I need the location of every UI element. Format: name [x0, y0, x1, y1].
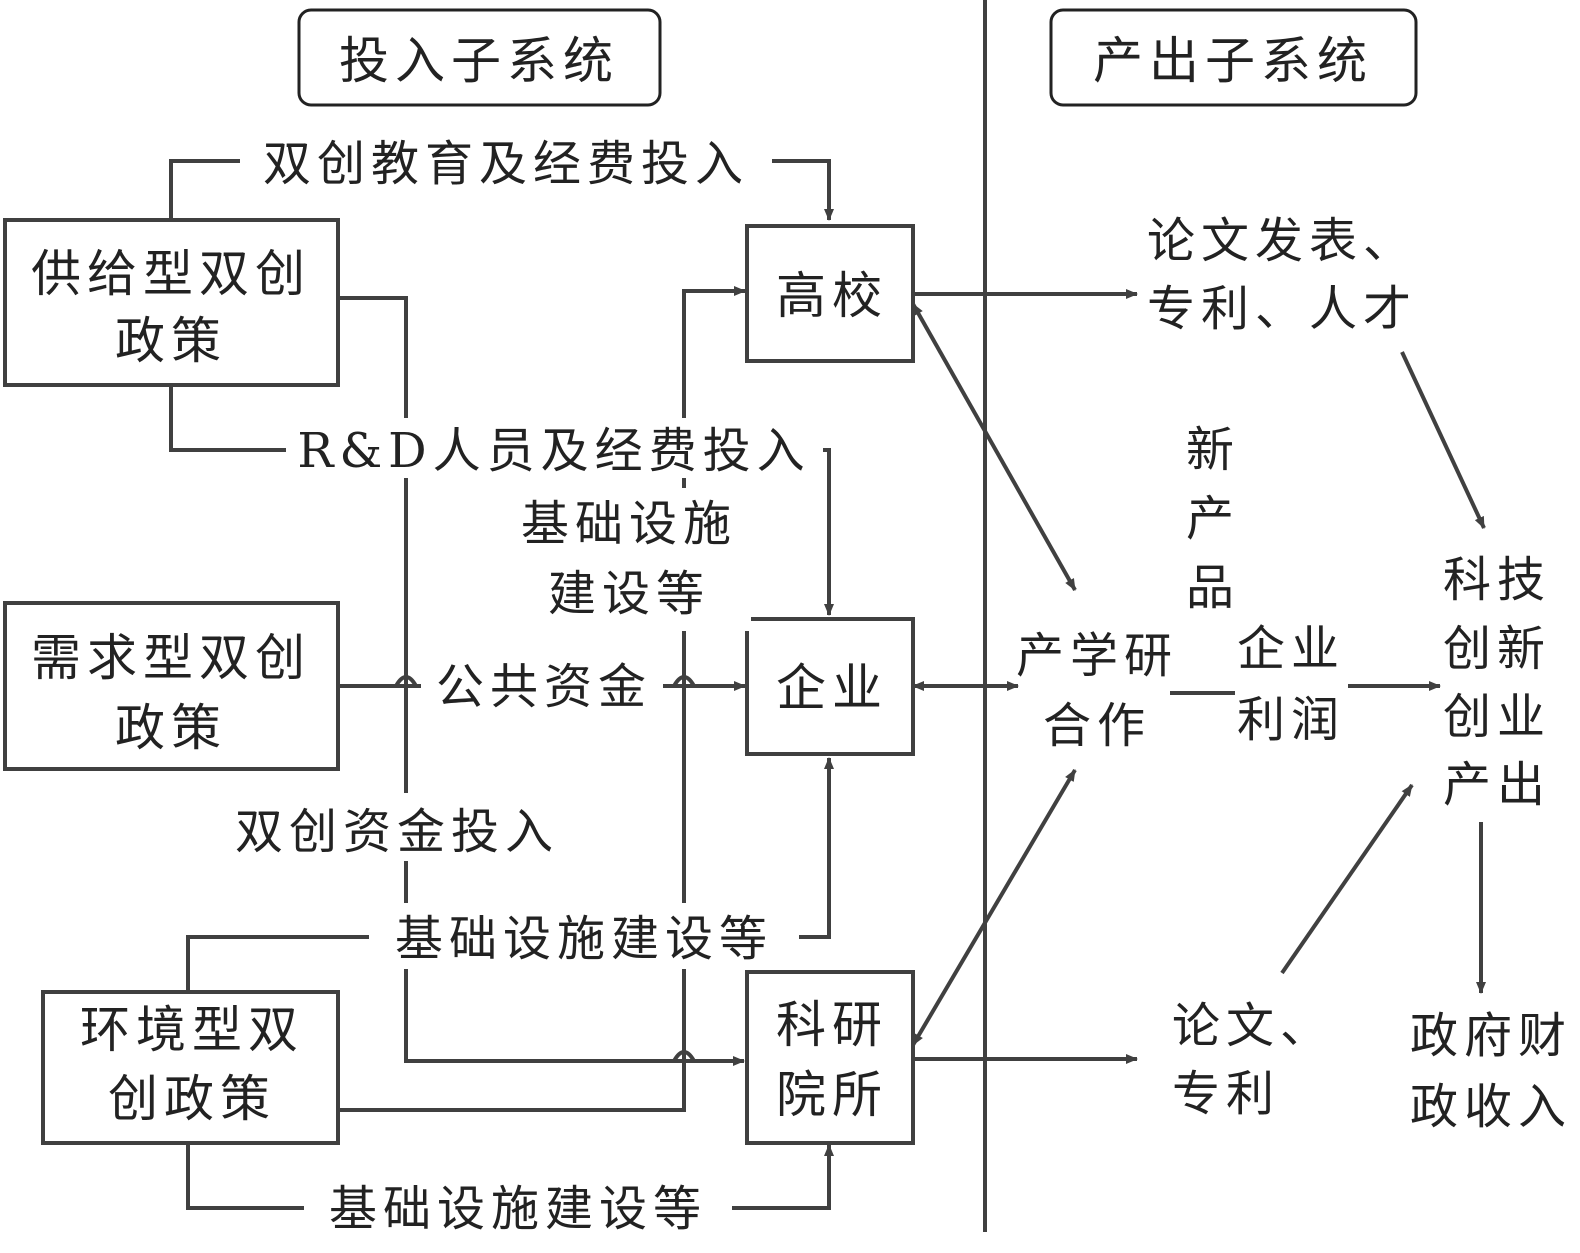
hop-marker — [672, 675, 696, 688]
input-subsystem-header: 投入子系统 — [297, 8, 662, 107]
institute-cooperation-arrow — [911, 768, 1077, 1047]
new-product-label-2: 产 — [1186, 491, 1240, 547]
new-product-label-1: 新 — [1186, 422, 1240, 478]
final-output-label-line4: 产出 — [1443, 757, 1551, 813]
supply-policy-label-line1: 供给型双创 — [31, 245, 311, 303]
university-box — [745, 224, 915, 363]
environment-policy-box — [41, 990, 340, 1145]
final-output-label-line1: 科技 — [1443, 552, 1551, 608]
output-subsystem-title: 产出子系统 — [1093, 32, 1373, 90]
profit-label-line2: 利润 — [1237, 692, 1345, 748]
gov-revenue-label-line1: 政府财 — [1410, 1008, 1572, 1064]
infra-label-line1: 基础设施 — [521, 496, 737, 552]
uni-output-label-line2: 专利、人才 — [1147, 281, 1417, 337]
edu-funding-label: 双创教育及经费投入 — [263, 136, 749, 192]
enterprise-label: 企业 — [776, 659, 888, 717]
cooperation-label-line2: 合作 — [1043, 698, 1151, 754]
institute-box — [745, 970, 915, 1145]
profit-label-line1: 企业 — [1237, 621, 1345, 677]
input-subsystem-title: 投入子系统 — [339, 32, 619, 90]
infra-upper-label: 基础设施建设等 — [395, 911, 773, 967]
uni-output-final-arrow — [1400, 351, 1486, 529]
final-output-label-line2: 创新 — [1443, 621, 1551, 677]
infra-to-university-arrow — [338, 286, 746, 1112]
new-product-label-3: 品 — [1186, 560, 1240, 616]
line-hops — [394, 675, 696, 1063]
policy-boxes — [3, 218, 340, 1145]
institute-label-line1: 科研 — [776, 996, 888, 1054]
public-funds-label: 公共资金 — [436, 659, 652, 715]
demand-policy-label-line2: 政策 — [115, 699, 227, 757]
hop-marker — [394, 675, 418, 688]
institute-label-line2: 院所 — [776, 1066, 888, 1124]
rd-funding-label: R&D人员及经费投入 — [297, 423, 810, 479]
university-label: 高校 — [776, 267, 888, 325]
inst-output-label-line1: 论文、 — [1172, 998, 1334, 1054]
uni-output-label-line1: 论文发表、 — [1147, 213, 1417, 269]
environment-policy-label-line2: 创政策 — [108, 1070, 276, 1128]
cooperation-label-line1: 产学研 — [1016, 628, 1178, 684]
inst-output-final-arrow — [1280, 783, 1414, 975]
infra-label-line2: 建设等 — [548, 566, 710, 622]
output-subsystem-header: 产出子系统 — [1049, 8, 1418, 107]
final-output-label-line3: 创业 — [1443, 689, 1551, 745]
label-masks — [216, 133, 1170, 1239]
innovation-funds-label: 双创资金投入 — [235, 804, 559, 860]
supply-policy-label-line2: 政策 — [115, 312, 227, 370]
enterprise-box — [745, 617, 915, 756]
demand-policy-label-line1: 需求型双创 — [31, 629, 311, 687]
hop-marker — [672, 1050, 696, 1063]
innovation-funds-arrow — [338, 296, 745, 1066]
demand-policy-box — [3, 601, 340, 771]
university-cooperation-arrow — [911, 303, 1077, 591]
supply-policy-box — [3, 218, 340, 387]
environment-policy-label-line1: 环境型双 — [80, 1001, 304, 1059]
inst-output-label-line2: 专利 — [1172, 1066, 1280, 1122]
infra-lower-label: 基础设施建设等 — [329, 1181, 707, 1237]
gov-revenue-label-line2: 政收入 — [1410, 1079, 1572, 1135]
actor-boxes — [745, 224, 915, 1145]
